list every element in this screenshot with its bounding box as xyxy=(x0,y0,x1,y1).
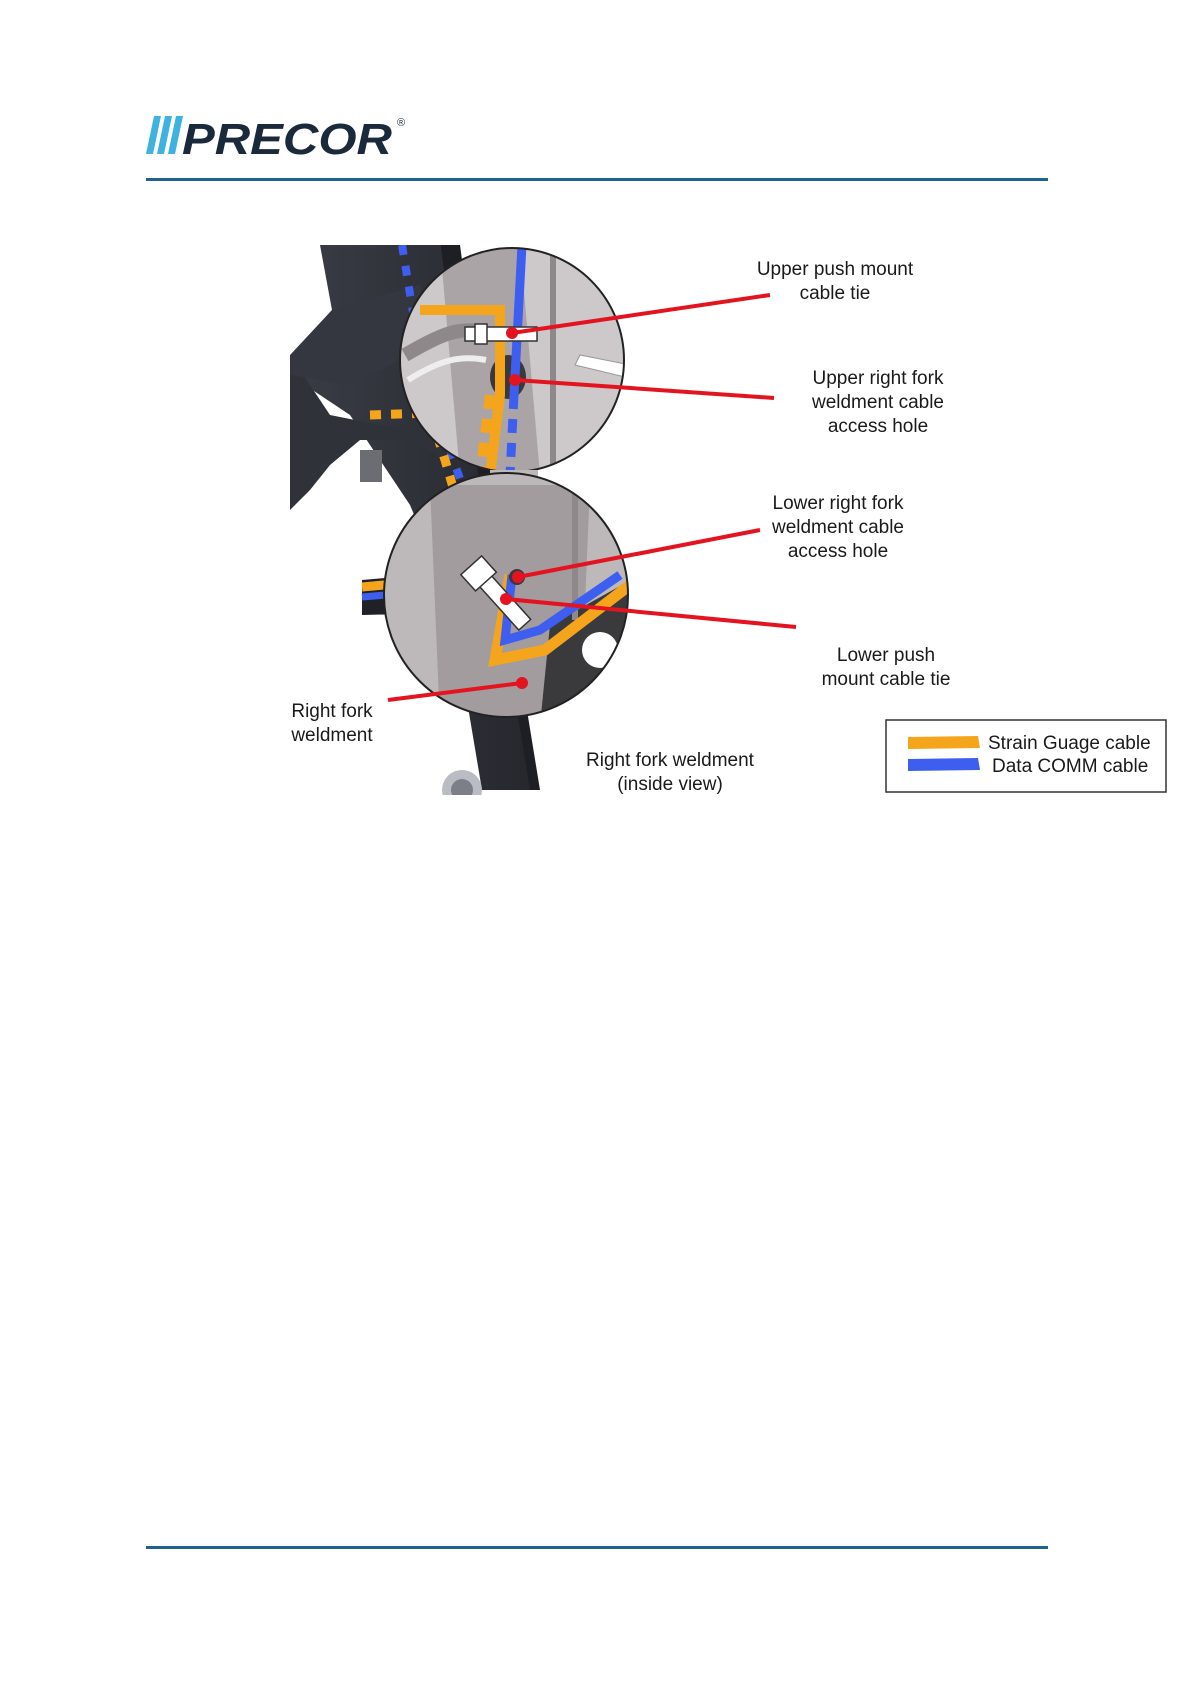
legend-label-data-comm: Data COMM cable xyxy=(992,756,1148,777)
header-rule xyxy=(146,178,1048,181)
legend-swatch-strain-gauge xyxy=(908,736,980,749)
svg-text:Right fork weldment: Right fork weldment xyxy=(586,750,755,771)
svg-text:weldment cable: weldment cable xyxy=(771,517,904,538)
svg-text:Lower right fork: Lower right fork xyxy=(773,493,904,514)
callout-lower-push-mount: Lower push mount cable tie xyxy=(822,645,951,690)
svg-text:Right fork: Right fork xyxy=(291,701,373,722)
svg-text:Upper right fork: Upper right fork xyxy=(813,368,944,389)
footer-rule xyxy=(146,1546,1048,1549)
brand-stripes-icon xyxy=(146,116,183,154)
callout-inside-view: Right fork weldment (inside view) xyxy=(586,750,755,795)
svg-text:Lower push: Lower push xyxy=(837,645,935,666)
cable-legend: Strain Guage cable Data COMM cable xyxy=(886,720,1166,792)
cable-routing-figure: Upper push mount cable tie Upper right f… xyxy=(290,245,1170,795)
legend-swatch-data-comm xyxy=(908,758,980,771)
precor-logo: PRECOR ® xyxy=(146,112,416,162)
legend-label-strain-gauge: Strain Guage cable xyxy=(988,733,1151,754)
svg-text:(inside view): (inside view) xyxy=(617,774,723,795)
brand-name: PRECOR xyxy=(182,115,392,162)
callout-upper-access-hole: Upper right fork weldment cable access h… xyxy=(811,368,944,437)
svg-text:Upper push mount: Upper push mount xyxy=(757,259,914,280)
svg-text:mount cable tie: mount cable tie xyxy=(822,669,951,690)
callout-upper-push-mount: Upper push mount cable tie xyxy=(757,259,914,304)
svg-text:access hole: access hole xyxy=(828,416,928,437)
callout-lower-access-hole: Lower right fork weldment cable access h… xyxy=(771,493,904,562)
svg-text:weldment: weldment xyxy=(290,725,373,746)
registered-mark: ® xyxy=(397,117,405,129)
svg-text:cable tie: cable tie xyxy=(800,283,871,304)
svg-text:access hole: access hole xyxy=(788,541,888,562)
cable-routing-diagram: Upper push mount cable tie Upper right f… xyxy=(290,245,1170,795)
callout-right-fork: Right fork weldment xyxy=(290,701,373,746)
svg-text:weldment cable: weldment cable xyxy=(811,392,944,413)
upper-inset xyxy=(400,245,630,475)
